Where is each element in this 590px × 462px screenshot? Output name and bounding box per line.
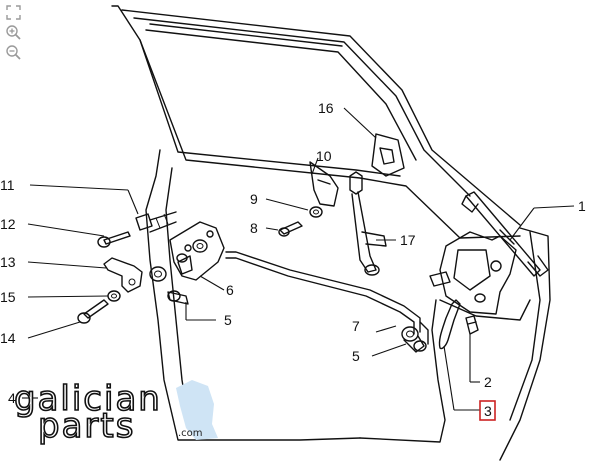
part-14-screw bbox=[77, 299, 109, 324]
callout-14[interactable]: 14 bbox=[0, 330, 16, 346]
part-1-handle-rod bbox=[461, 191, 549, 277]
callout-16[interactable]: 16 bbox=[318, 100, 334, 116]
part-13-lever-bracket bbox=[103, 257, 143, 293]
callout-5-left[interactable]: 5 bbox=[224, 312, 232, 328]
zoom-in-glyph bbox=[6, 25, 21, 40]
washer-near-lever bbox=[149, 266, 167, 282]
logo-text-line2: parts bbox=[38, 406, 135, 446]
fit-to-screen-icon[interactable] bbox=[5, 4, 22, 21]
part-10-bracket bbox=[309, 161, 339, 207]
leader-lines bbox=[22, 107, 575, 411]
callout-5-right[interactable]: 5 bbox=[352, 348, 360, 364]
part-7-linkage-rod bbox=[225, 251, 429, 345]
door-lock-mechanism bbox=[429, 229, 517, 315]
part-12-screw bbox=[97, 231, 131, 248]
part-16-striker-pad bbox=[371, 133, 405, 177]
zoom-in-icon[interactable] bbox=[5, 24, 22, 41]
part-3-hook-rod bbox=[438, 299, 461, 350]
callout-1[interactable]: 1 bbox=[578, 198, 586, 214]
zoom-out-icon[interactable] bbox=[5, 44, 22, 61]
part-6-inner-lever bbox=[169, 221, 225, 281]
callout-6[interactable]: 6 bbox=[226, 282, 234, 298]
callout-9[interactable]: 9 bbox=[250, 191, 258, 207]
callout-11[interactable]: 11 bbox=[0, 177, 15, 193]
fit-to-screen-glyph bbox=[6, 5, 21, 20]
logo-text-line1: galician bbox=[14, 379, 162, 419]
callout-17[interactable]: 17 bbox=[400, 232, 416, 248]
callout-13[interactable]: 13 bbox=[0, 254, 16, 270]
logo-text-domain: .com bbox=[178, 428, 203, 439]
callout-8[interactable]: 8 bbox=[250, 220, 258, 236]
part-8-screw bbox=[278, 221, 303, 237]
callout-7[interactable]: 7 bbox=[352, 318, 360, 334]
callout-3[interactable]: 3 bbox=[484, 403, 492, 419]
callout-15[interactable]: 15 bbox=[0, 289, 16, 305]
part-5-rod-clip-right bbox=[401, 326, 427, 353]
part-11-bush bbox=[135, 211, 177, 233]
callout-labels: 11 12 13 15 14 4 16 10 9 8 17 6 5 7 5 1 … bbox=[0, 100, 586, 421]
callout-12[interactable]: 12 bbox=[0, 216, 16, 232]
callout-3-highlight-box bbox=[479, 400, 496, 421]
part-9-bush bbox=[309, 206, 323, 218]
callout-4[interactable]: 4 bbox=[8, 390, 16, 406]
callout-2[interactable]: 2 bbox=[484, 374, 492, 390]
part-5-screw-left bbox=[167, 290, 189, 305]
callout-10[interactable]: 10 bbox=[316, 148, 332, 164]
logo-shape bbox=[176, 380, 218, 440]
galicianparts-logo: galician parts .com bbox=[13, 378, 218, 447]
part-17-door-check-arm bbox=[349, 171, 387, 276]
part-2-clip bbox=[465, 315, 479, 335]
part-15-washer bbox=[107, 290, 121, 302]
zoom-out-glyph bbox=[6, 45, 21, 60]
